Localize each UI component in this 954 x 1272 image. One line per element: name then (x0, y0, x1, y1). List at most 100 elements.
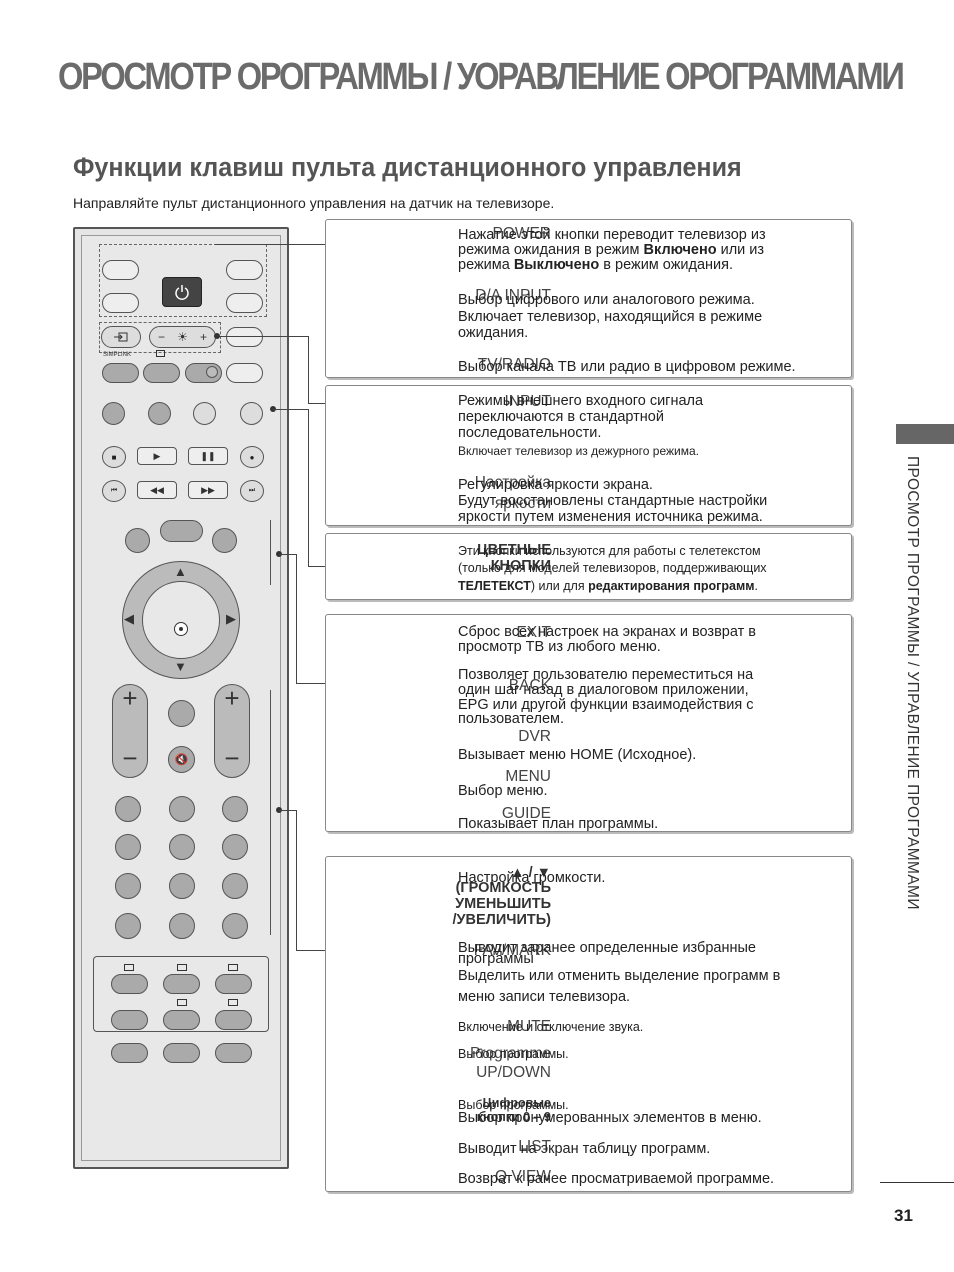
teletext-icon-2 (177, 964, 187, 971)
key-volume-3: /УВЕЛИЧИТЬ) (452, 912, 551, 928)
remote-illustration (73, 227, 289, 1169)
brightness-minus: − (158, 330, 166, 344)
simplink-label: SIMPLINK (103, 352, 132, 358)
bottom-button-3[interactable] (215, 1043, 252, 1063)
desc-line: один шаг назад в диалоговом приложении, (458, 682, 749, 698)
key-volume-0: ▲ / ▼ (510, 865, 551, 881)
row-button-1[interactable] (102, 363, 139, 383)
nav-ring[interactable] (122, 561, 240, 679)
input-icon (114, 332, 128, 342)
desc-line: Регулировка яркости экрана. (458, 477, 653, 493)
teletext-button-2[interactable] (163, 974, 200, 994)
color-button-green[interactable] (148, 402, 171, 425)
key-qview: Q.VIEW (495, 1168, 551, 1185)
nav-right-icon[interactable]: ▶ (226, 611, 236, 626)
connector-line (296, 810, 297, 950)
programme-rocker[interactable]: + − (214, 684, 250, 778)
tv-radio-button[interactable] (102, 260, 139, 280)
exit-button[interactable] (125, 528, 150, 553)
color-button-yellow[interactable] (193, 402, 216, 425)
num-button-9[interactable] (222, 873, 248, 899)
desc-line: яркости путем изменения источника режима… (458, 509, 763, 525)
intro-text: Направляйте пульт дистанционного управле… (73, 195, 555, 211)
teletext-button-5[interactable] (163, 1010, 200, 1030)
power-button[interactable] (162, 277, 202, 307)
row-button-2[interactable] (143, 363, 180, 383)
num-button-6[interactable] (222, 834, 248, 860)
desc-line: Нажатие этой кнопки переводит телевизор … (458, 227, 766, 243)
num-button-2[interactable] (169, 796, 195, 822)
rewind-button[interactable]: ◀◀ (137, 481, 177, 499)
key-list: LIST (518, 1138, 551, 1155)
ok-button[interactable] (142, 581, 220, 659)
stop-button[interactable]: ■ (102, 446, 126, 468)
num-button-7[interactable] (115, 873, 141, 899)
fav-button[interactable] (168, 700, 195, 727)
num-button-4[interactable] (115, 834, 141, 860)
desc-line: Показывает план программы. (458, 816, 659, 832)
bottom-button-1[interactable] (111, 1043, 148, 1063)
play-button[interactable]: ▶ (137, 447, 177, 465)
desc-line: Включает телевизор из дежурного режима. (458, 444, 700, 458)
volume-rocker[interactable]: + − (112, 684, 148, 778)
teletext-button-4[interactable] (111, 1010, 148, 1030)
ok-icon (174, 622, 188, 636)
next-button[interactable]: ⏭ (240, 480, 264, 502)
key-programme-1: Programme (470, 1045, 551, 1062)
key-da-input: D/A INPUT (475, 287, 551, 304)
teletext-button-6[interactable] (215, 1010, 252, 1030)
key-color-1: ЦВЕТНЫЕ (477, 542, 551, 558)
panel-color-buttons (325, 533, 852, 600)
key-guide: GUIDE (501, 805, 551, 822)
teletext-button-1[interactable] (111, 974, 148, 994)
power-group-outline (99, 244, 267, 317)
desc-line: Выбор меню. (458, 783, 548, 799)
bracket-line (270, 690, 271, 935)
key-menu: MENU (505, 768, 551, 785)
teletext-group-outline (93, 956, 269, 1032)
connector-line (296, 554, 297, 683)
forward-button[interactable]: ▶▶ (188, 481, 228, 499)
side-tab-marker (896, 424, 954, 444)
bottom-button-2[interactable] (163, 1043, 200, 1063)
num-button-3[interactable] (222, 796, 248, 822)
desc-line: EPG или другой функции взаимодействия с (458, 697, 754, 713)
teletext-button-3[interactable] (215, 974, 252, 994)
row-button-4[interactable] (226, 363, 263, 383)
record-button[interactable]: ● (240, 446, 264, 468)
panel-input (325, 385, 852, 526)
back-button[interactable] (212, 528, 237, 553)
connector-line (279, 810, 297, 811)
key-tv-radio: TV/RADIO (477, 356, 551, 373)
brightness-button[interactable]: − ☀ + (149, 326, 216, 348)
dvr-button[interactable] (160, 520, 203, 542)
desc-line: Возврат к ранее просматриваемой программ… (458, 1171, 775, 1187)
connector-line (296, 683, 325, 684)
num-button-0[interactable] (169, 913, 195, 939)
list-button[interactable] (115, 913, 141, 939)
top-right-button-2[interactable] (226, 293, 263, 313)
desc-line: Выбор программы. (458, 1098, 569, 1112)
programme-minus: − (224, 743, 240, 773)
connector-line (215, 244, 325, 245)
prev-button[interactable]: ⏮ (102, 480, 126, 502)
top-right-button-3[interactable] (226, 327, 263, 347)
color-button-blue[interactable] (240, 402, 263, 425)
key-back: BACK (508, 677, 551, 694)
pause-button[interactable]: ❚❚ (188, 447, 228, 465)
num-button-1[interactable] (115, 796, 141, 822)
qview-button[interactable] (222, 913, 248, 939)
num-button-5[interactable] (169, 834, 195, 860)
input-button[interactable] (101, 326, 141, 348)
section-title: Функции клавиш пульта дистанционного упр… (73, 152, 742, 182)
nav-left-icon[interactable]: ◀ (124, 611, 134, 626)
desc-line: Позволяет пользователю переместиться на (458, 667, 754, 683)
nav-up-icon[interactable]: ▲ (174, 564, 187, 579)
num-button-8[interactable] (169, 873, 195, 899)
key-volume-1: (ГРОМКОСТЬ (455, 880, 551, 896)
color-button-red[interactable] (102, 402, 125, 425)
nav-down-icon[interactable]: ▼ (174, 659, 187, 674)
da-input-button[interactable] (102, 293, 139, 313)
top-right-button-1[interactable] (226, 260, 263, 280)
mute-button[interactable]: 🔇 (168, 746, 195, 773)
